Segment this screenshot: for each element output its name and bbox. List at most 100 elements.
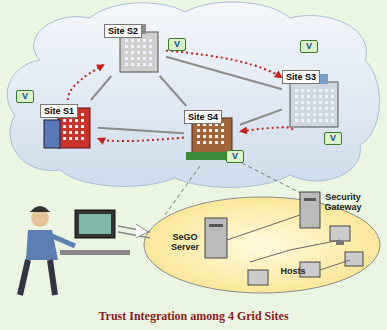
window (319, 113, 322, 116)
window (319, 101, 322, 104)
window (75, 119, 78, 122)
window (203, 135, 206, 138)
window (215, 135, 218, 138)
token-label: V (226, 150, 244, 163)
window (125, 39, 128, 42)
device-label: SeGO Server (164, 232, 206, 252)
window (81, 113, 84, 116)
trust-arrow (166, 51, 282, 78)
operator (20, 206, 150, 295)
window (307, 95, 310, 98)
window (313, 113, 316, 116)
window (215, 129, 218, 132)
token-label: V (16, 90, 34, 103)
window (149, 51, 152, 54)
site-node: Site S3 (282, 66, 344, 130)
window (331, 95, 334, 98)
window (331, 89, 334, 92)
window (197, 141, 200, 144)
window (81, 131, 84, 134)
window (125, 45, 128, 48)
window (131, 45, 134, 48)
window (331, 101, 334, 104)
window (313, 89, 316, 92)
window (215, 141, 218, 144)
window (301, 89, 304, 92)
window (125, 57, 128, 60)
window (197, 129, 200, 132)
window (313, 107, 316, 110)
window (307, 113, 310, 116)
window (69, 137, 72, 140)
window (221, 135, 224, 138)
window (313, 95, 316, 98)
window (307, 101, 310, 104)
window (131, 63, 134, 66)
window (325, 113, 328, 116)
window (63, 125, 66, 128)
window (313, 119, 316, 122)
window (81, 125, 84, 128)
window (143, 57, 146, 60)
window (69, 125, 72, 128)
window (75, 131, 78, 134)
window (63, 131, 66, 134)
window (203, 129, 206, 132)
window (125, 63, 128, 66)
window (301, 119, 304, 122)
window (209, 141, 212, 144)
window (197, 135, 200, 138)
site-label: Site S1 (40, 104, 78, 118)
site-node: Site S2 (104, 20, 166, 76)
window (295, 101, 298, 104)
window (75, 125, 78, 128)
window (143, 39, 146, 42)
window (325, 119, 328, 122)
window (307, 89, 310, 92)
window (301, 113, 304, 116)
caption: Trust Integration among 4 Grid Sites (0, 309, 387, 324)
window (295, 107, 298, 110)
site-label: Site S4 (184, 110, 222, 124)
window (131, 57, 134, 60)
site-label: Site S2 (104, 24, 142, 38)
buildings (44, 24, 338, 160)
window (301, 107, 304, 110)
window (137, 45, 140, 48)
windows (63, 39, 334, 144)
device-label: Security Gateway (322, 192, 364, 212)
window (209, 135, 212, 138)
trust-arrow (240, 127, 292, 131)
token-label: V (168, 38, 186, 51)
window (331, 113, 334, 116)
site-node: Site S1 (40, 100, 98, 152)
window (209, 129, 212, 132)
window (325, 95, 328, 98)
window (295, 89, 298, 92)
window (131, 51, 134, 54)
window (63, 137, 66, 140)
window (301, 101, 304, 104)
window (331, 119, 334, 122)
window (319, 119, 322, 122)
window (149, 63, 152, 66)
window (137, 39, 140, 42)
device-label: Hosts (272, 266, 314, 276)
window (63, 119, 66, 122)
window (221, 129, 224, 132)
window (301, 95, 304, 98)
window (143, 63, 146, 66)
window (125, 51, 128, 54)
window (81, 137, 84, 140)
window (75, 137, 78, 140)
window (149, 57, 152, 60)
window (325, 107, 328, 110)
grid-link (166, 57, 282, 90)
window (149, 45, 152, 48)
trust-arrow (98, 138, 184, 142)
window (137, 63, 140, 66)
window (331, 107, 334, 110)
window (319, 107, 322, 110)
site-label: Site S3 (282, 70, 320, 84)
window (319, 95, 322, 98)
